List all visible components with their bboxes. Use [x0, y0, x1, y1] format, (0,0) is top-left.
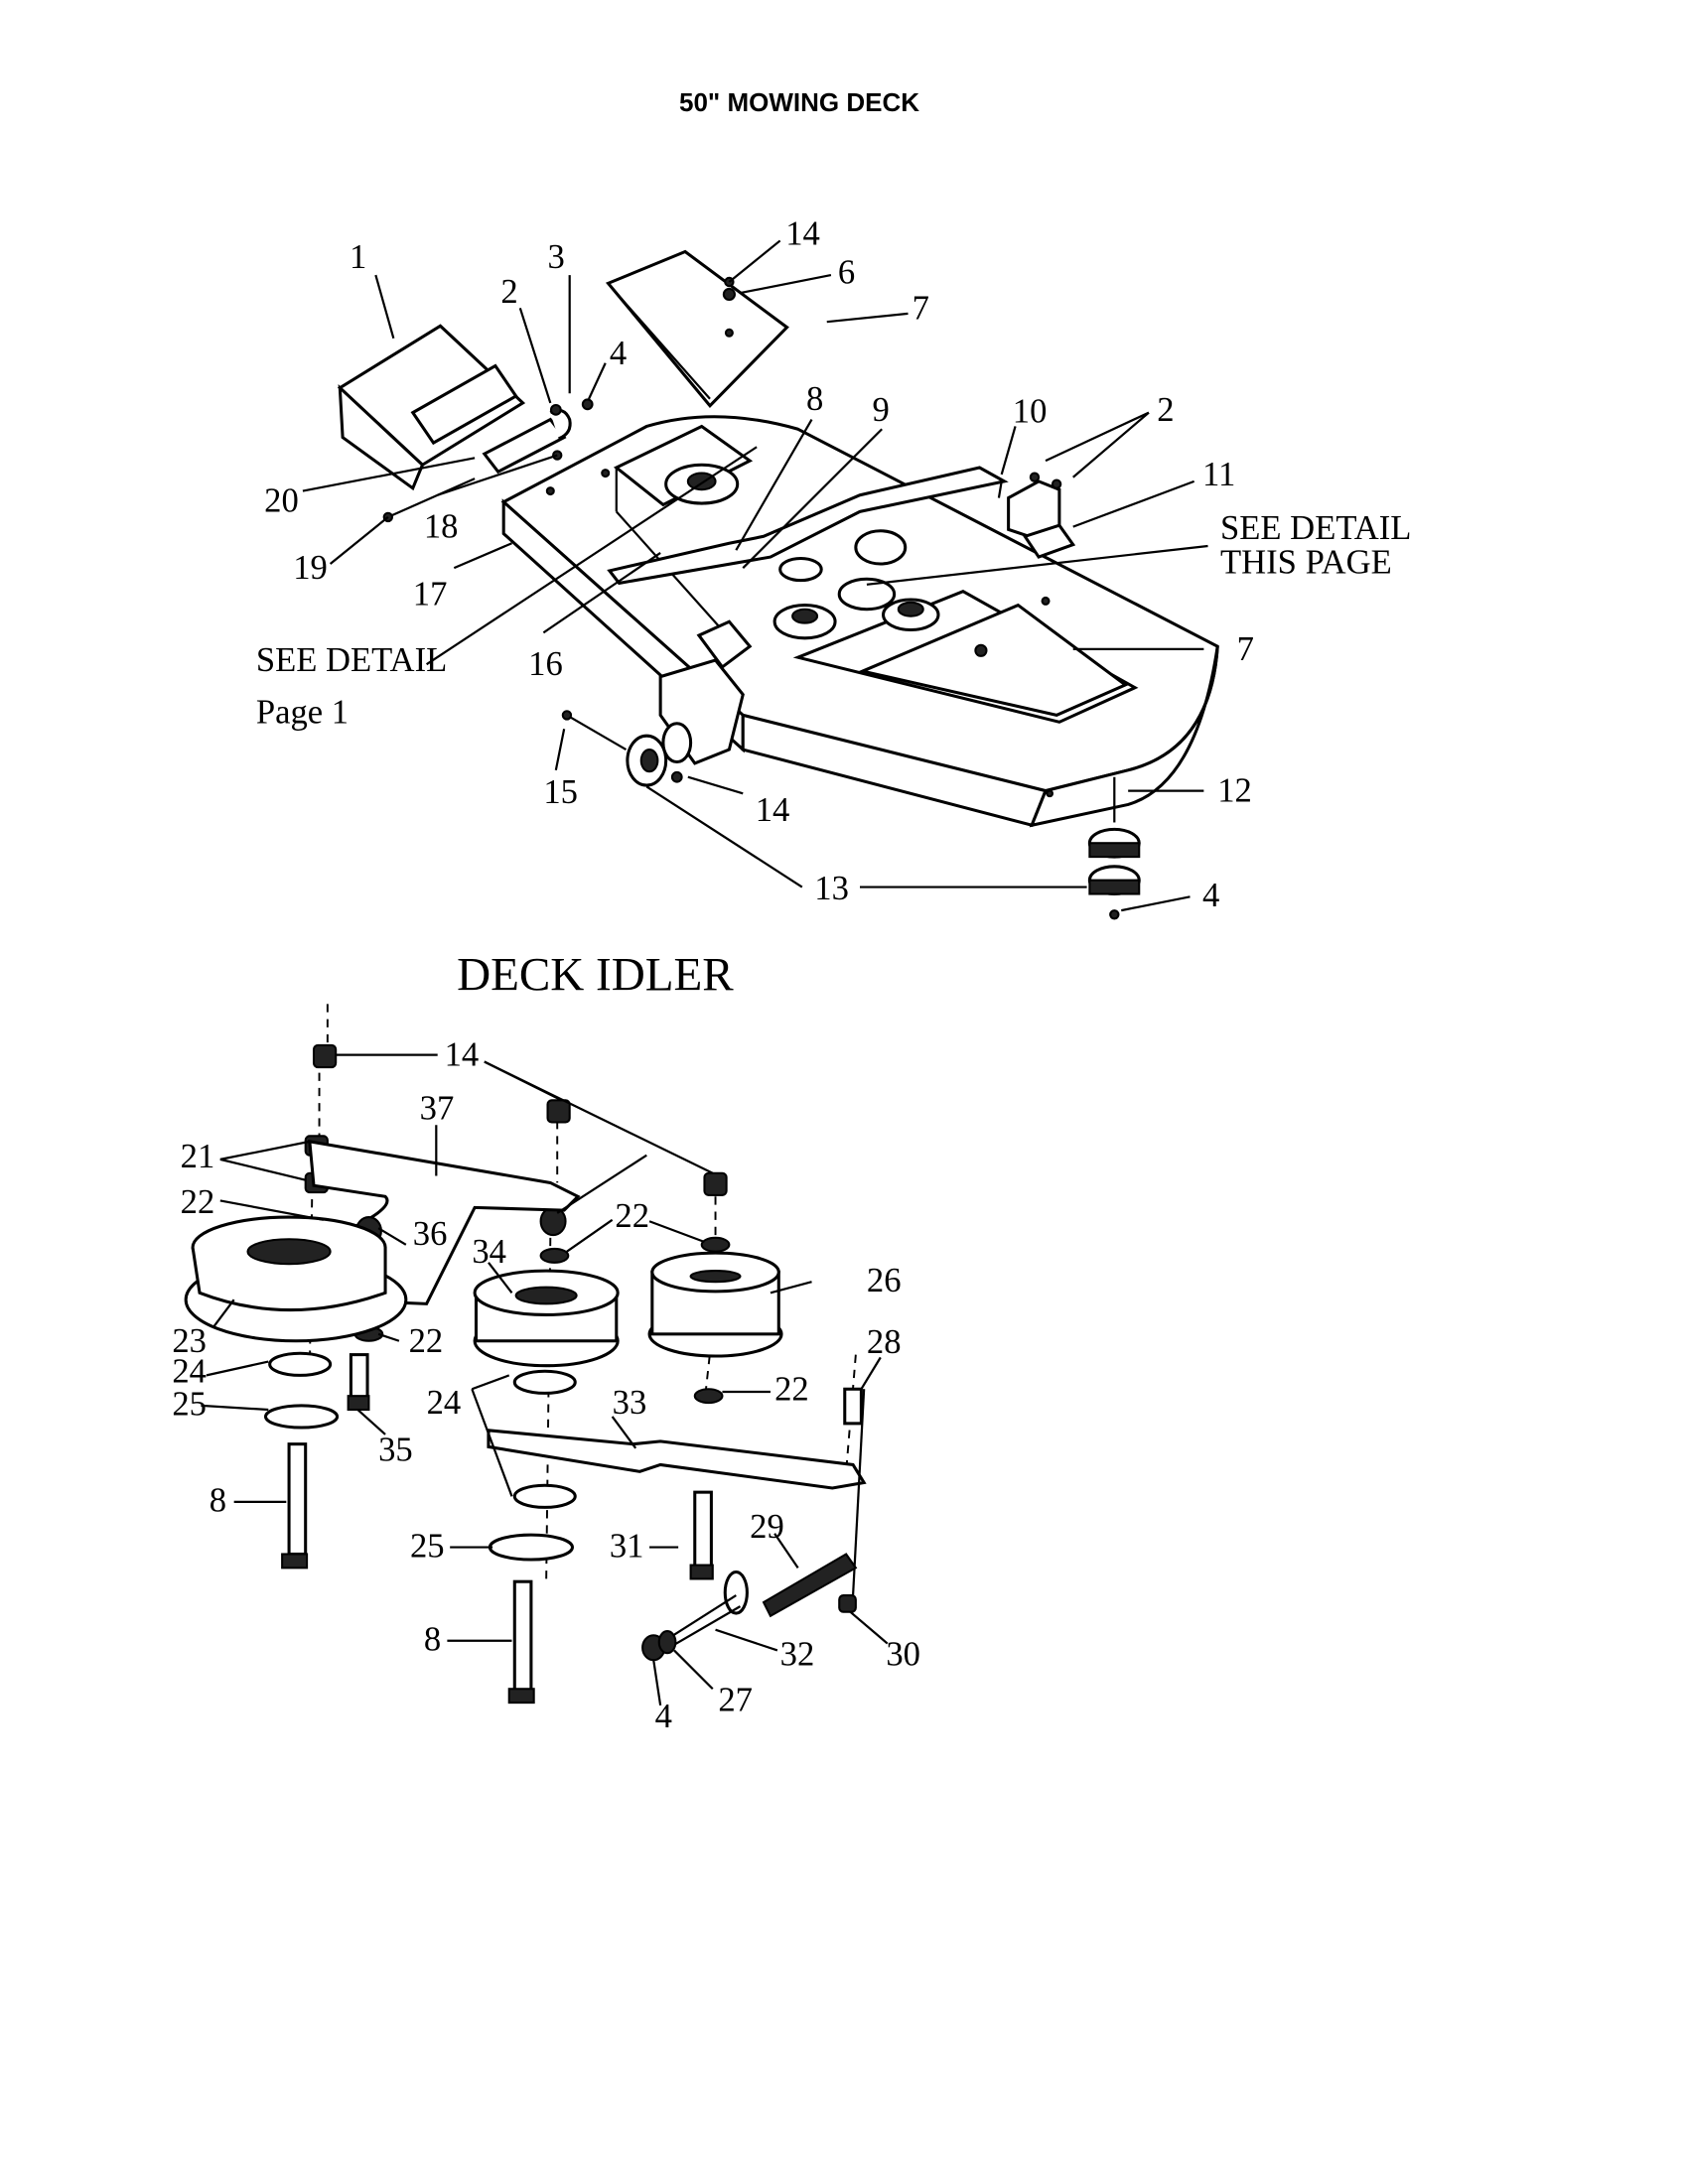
deck-idler-title: DECK IDLER: [457, 949, 734, 1001]
idler-callouts: 14 37 21 22 36 22 34 26 23 22 28 24 22 2…: [172, 1036, 920, 1735]
callout-2: 2: [500, 273, 517, 311]
callout-17: 17: [413, 576, 448, 614]
callout-20: 20: [264, 481, 299, 519]
idler-callout-24b: 24: [427, 1384, 462, 1422]
idler-callout-32: 32: [780, 1636, 815, 1674]
gauge-wheel-part: [1087, 776, 1141, 920]
see-detail-page1-line1: SEE DETAIL: [256, 641, 447, 679]
idler-callout-30: 30: [886, 1636, 920, 1674]
callout-13: 13: [814, 870, 849, 907]
idler-callout-8b: 8: [424, 1620, 441, 1658]
page-title: 50" MOWING DECK: [678, 87, 919, 117]
belt-cover-part: [605, 249, 789, 408]
callout-3: 3: [548, 238, 565, 276]
callout-6: 6: [838, 253, 855, 291]
callout-14: 14: [785, 215, 820, 253]
idler-callout-4: 4: [655, 1698, 672, 1735]
deck-shell: [500, 415, 1219, 828]
deck-idler-drawing: DECK IDLER: [172, 949, 920, 1735]
callout-7: 7: [912, 289, 929, 327]
callout-2b: 2: [1157, 391, 1174, 429]
idler-callout-26: 26: [867, 1262, 902, 1299]
idler-callout-8a: 8: [210, 1482, 226, 1520]
idler-callout-22c: 22: [409, 1322, 444, 1360]
idler-callout-35: 35: [378, 1431, 413, 1468]
leader-lines-idler: [201, 1053, 889, 1706]
callout-18: 18: [424, 508, 459, 546]
see-detail-this-page-line2: THIS PAGE: [1220, 544, 1392, 582]
idler-callout-25b: 25: [410, 1527, 445, 1565]
right-bracket-part: [997, 472, 1076, 559]
callout-4: 4: [610, 335, 627, 372]
callout-8: 8: [806, 380, 823, 418]
deck-callouts: 1 2 3 4 14 6 7 8 9 10 2 11 20 18 19 17 1…: [256, 215, 1412, 914]
leader-lines-upper: [302, 239, 1208, 912]
idler-callout-22a: 22: [181, 1183, 215, 1221]
idler-callout-22d: 22: [774, 1370, 809, 1408]
idler-callout-28: 28: [867, 1323, 902, 1361]
idler-callout-34: 34: [472, 1233, 506, 1271]
idler-callout-27: 27: [718, 1681, 753, 1718]
callout-7b: 7: [1237, 630, 1254, 668]
idler-callout-21: 21: [181, 1138, 215, 1175]
anti-scalp-roller-part: [561, 619, 753, 787]
idler-callout-22b: 22: [615, 1197, 649, 1235]
idler-callout-31: 31: [610, 1527, 644, 1565]
nut-14c: [703, 1171, 728, 1196]
callout-15: 15: [543, 773, 578, 811]
callout-14b: 14: [756, 791, 790, 829]
callout-1: 1: [350, 238, 366, 276]
callout-4b: 4: [1202, 877, 1219, 914]
lift-rod-part: [607, 466, 1009, 586]
mowing-deck-drawing: 1 2 3 4 14 6 7 8 9 10 2 11 20 18 19 17 1…: [256, 215, 1412, 920]
see-detail-this-page-line1: SEE DETAIL: [1220, 509, 1411, 547]
idler-callout-36: 36: [413, 1215, 448, 1253]
discharge-chute-part: [337, 324, 526, 491]
callout-10: 10: [1013, 392, 1048, 430]
nut-14a: [312, 1043, 338, 1069]
idler-callout-25a: 25: [172, 1386, 207, 1424]
callout-19: 19: [293, 549, 328, 587]
idler-callout-23: 23: [172, 1322, 207, 1360]
see-detail-page1-line2: Page 1: [256, 694, 349, 732]
idler-callout-24a: 24: [172, 1352, 207, 1390]
callout-9: 9: [872, 391, 889, 429]
callout-11: 11: [1202, 456, 1235, 493]
idler-callout-33: 33: [613, 1384, 647, 1422]
callout-12: 12: [1217, 772, 1252, 810]
idler-callout-14: 14: [445, 1036, 480, 1074]
nut-14b: [546, 1099, 571, 1124]
idler-callout-37: 37: [420, 1090, 455, 1128]
callout-16: 16: [528, 645, 563, 683]
idler-callout-29: 29: [750, 1508, 784, 1546]
